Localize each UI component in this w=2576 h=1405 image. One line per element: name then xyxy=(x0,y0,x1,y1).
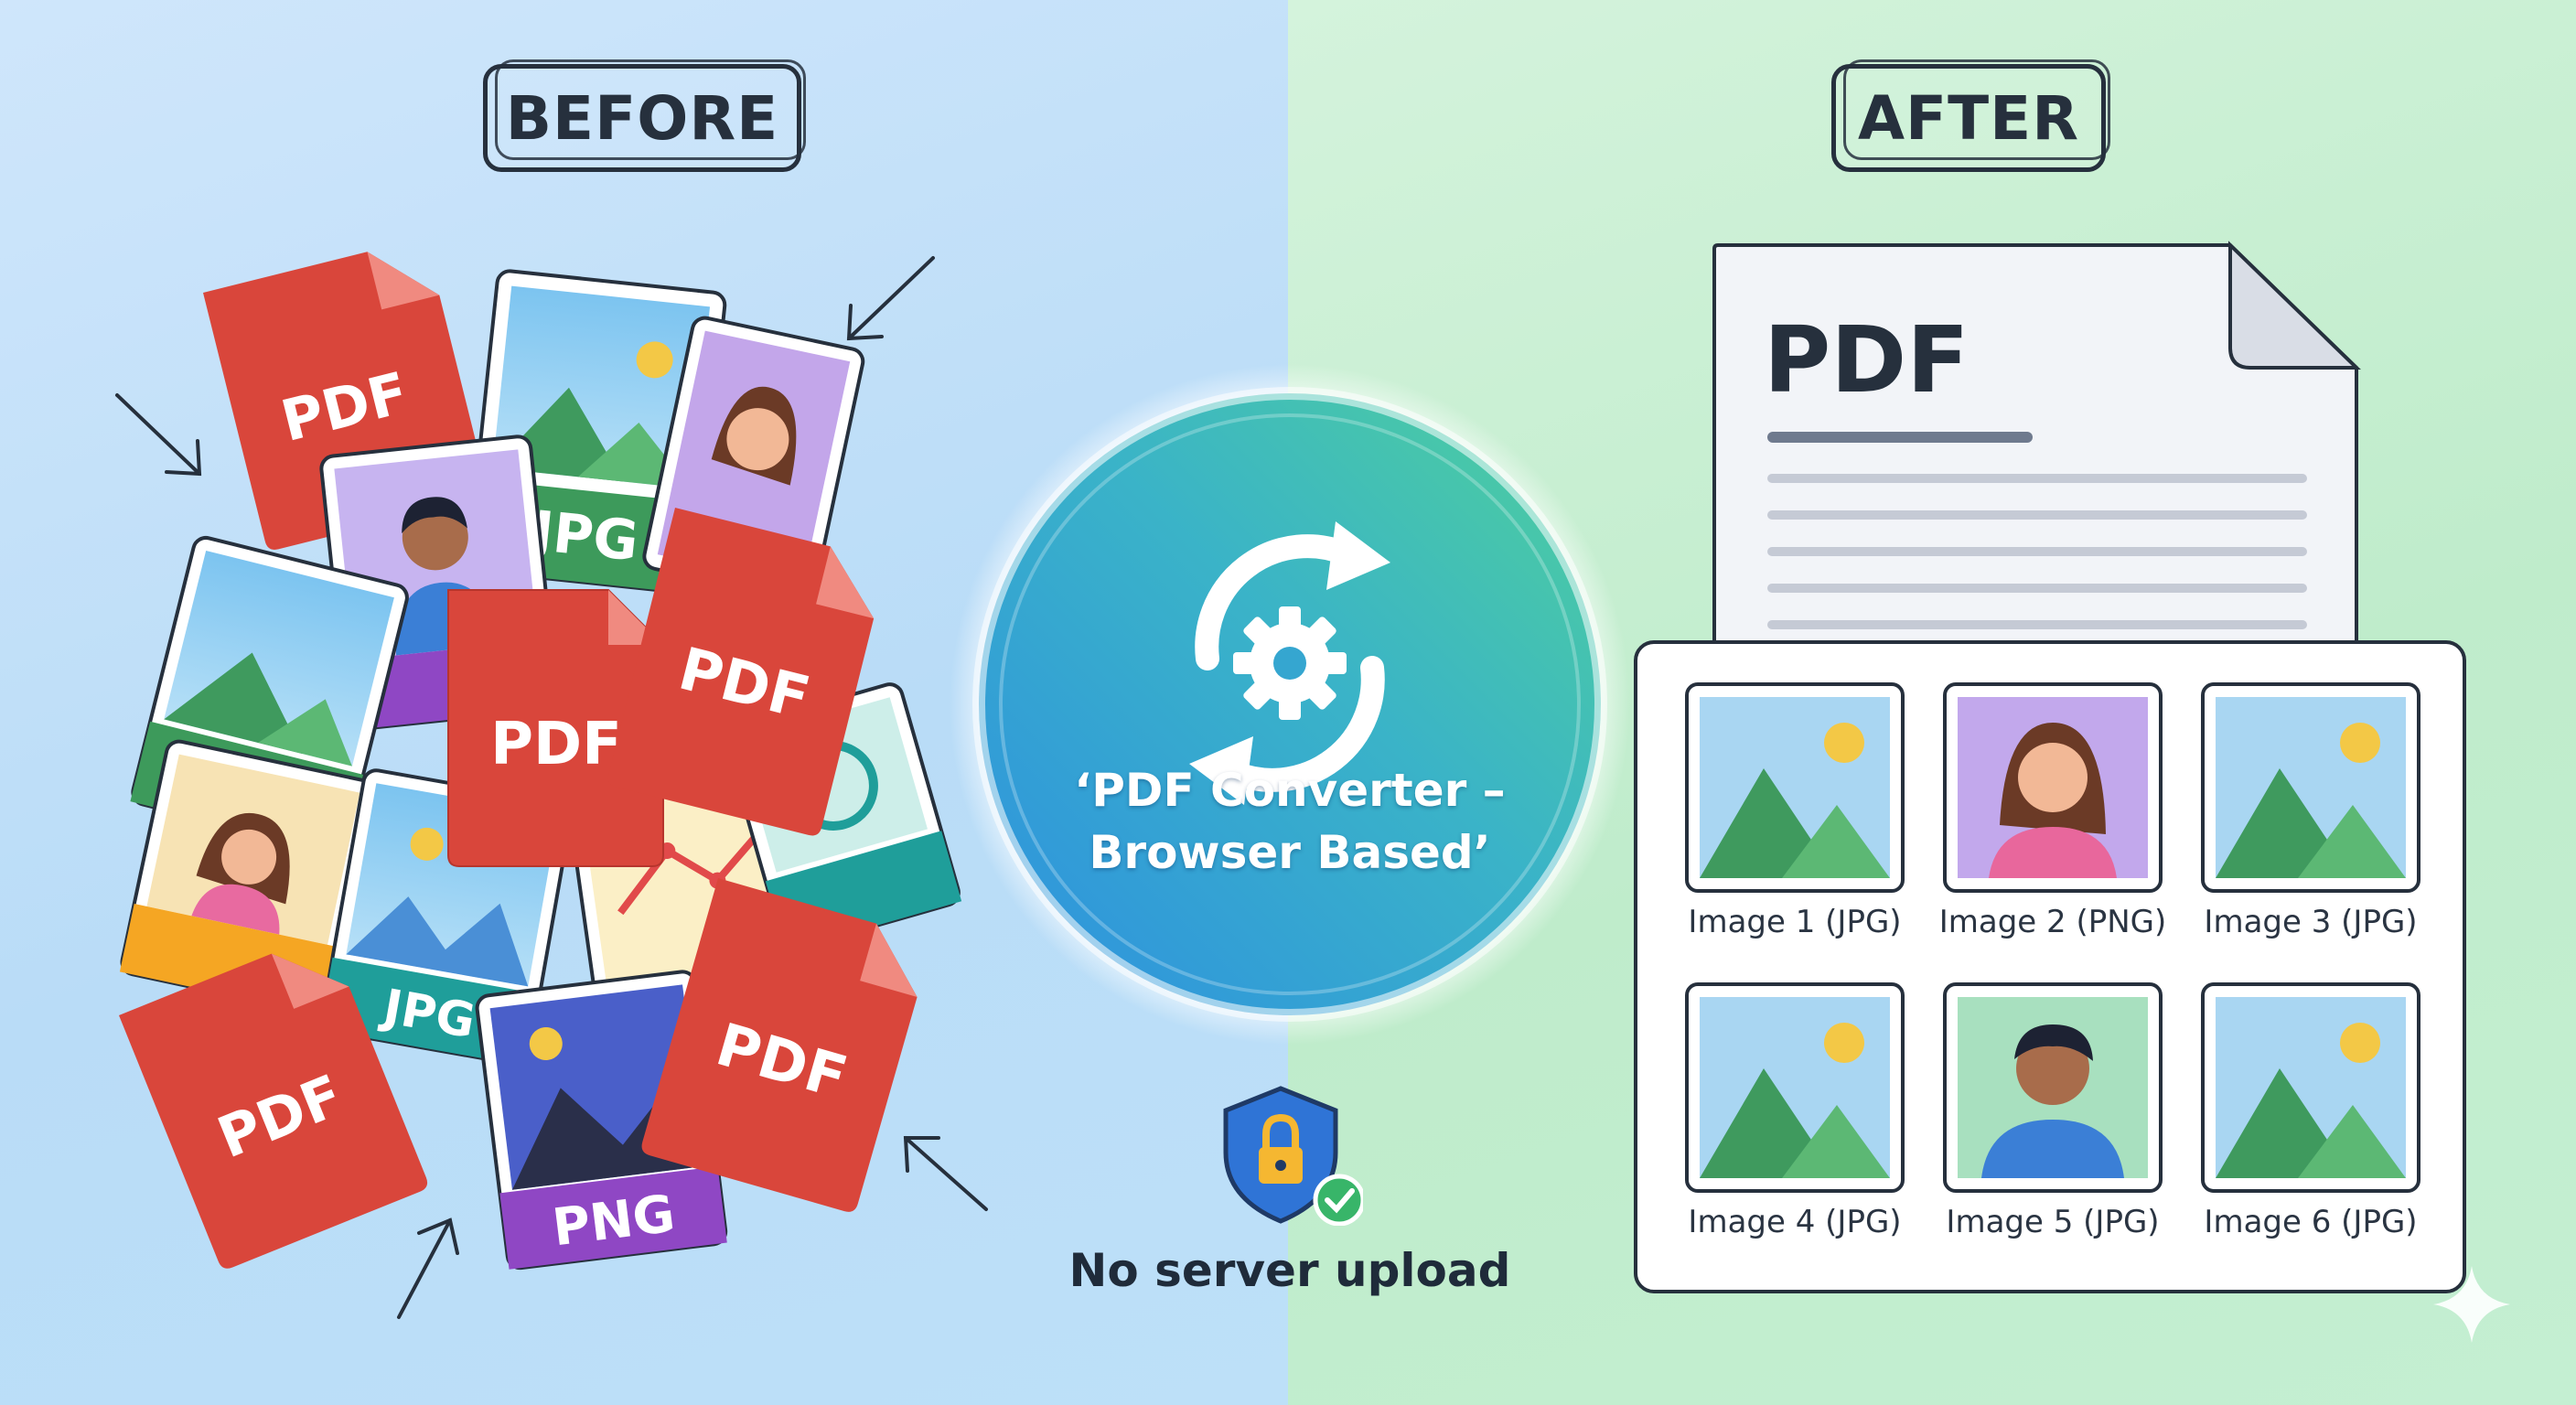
thumbnail-label: Image 1 (JPG) xyxy=(1688,904,1902,940)
gear-icon xyxy=(1233,606,1347,720)
thumbnail-card[interactable] xyxy=(1685,682,1905,893)
badge-line-2: Browser Based’ xyxy=(1089,826,1491,879)
thumbnail-card[interactable] xyxy=(1943,682,2163,893)
thumbnail-label: Image 2 (PNG) xyxy=(1938,904,2167,940)
thumbnail-label: Image 4 (JPG) xyxy=(1688,1204,1902,1240)
document-title: PDF xyxy=(1764,306,1970,413)
inward-arrow-icon xyxy=(397,1217,459,1319)
pdf-file-card: PDF xyxy=(607,508,875,836)
thumbnail-card[interactable] xyxy=(1685,982,1905,1193)
document-result-illustration xyxy=(1634,241,2510,1343)
shield-lock-check-icon xyxy=(1223,1086,1363,1226)
pdf-file-card: PDF xyxy=(119,953,428,1269)
after-label: AFTER xyxy=(1831,59,2110,172)
thumbnail-label: Image 5 (JPG) xyxy=(1946,1204,2160,1240)
file-type-label: PNG xyxy=(550,1185,679,1259)
thumbnail-card[interactable] xyxy=(1943,982,2163,1193)
pdf-file-card: PDF xyxy=(447,589,664,867)
thumbnail-card[interactable] xyxy=(2201,682,2420,893)
pdf-file-card: PDF xyxy=(641,878,918,1212)
png-file-card xyxy=(119,739,375,1016)
thumbnail-grid xyxy=(1685,682,2420,1193)
badge-line-1: ‘PDF Converter – xyxy=(1074,764,1506,817)
badge-title: ‘PDF Converter – Browser Based’ xyxy=(1025,759,1555,884)
thumbnail-label: Image 3 (JPG) xyxy=(2204,904,2418,940)
thumbnail-label: Image 6 (JPG) xyxy=(2204,1204,2418,1240)
gear-refresh-icon xyxy=(1195,534,1385,792)
pdf-document-page xyxy=(1712,241,2361,653)
inward-arrow-icon xyxy=(115,393,202,477)
inward-arrow-icon xyxy=(903,1136,988,1211)
before-label: BEFORE xyxy=(483,59,806,172)
thumbnail-card[interactable] xyxy=(2201,982,2420,1193)
inward-arrow-icon xyxy=(846,256,935,341)
file-type-label: JPG xyxy=(526,499,641,574)
scattered-files-illustration: JPG PDF xyxy=(115,252,988,1319)
sparkle-icon xyxy=(2433,1266,2510,1343)
converter-badge xyxy=(950,364,1630,1045)
file-type-label: PDF xyxy=(490,711,622,778)
no-server-upload-label: No server upload xyxy=(1068,1244,1511,1297)
